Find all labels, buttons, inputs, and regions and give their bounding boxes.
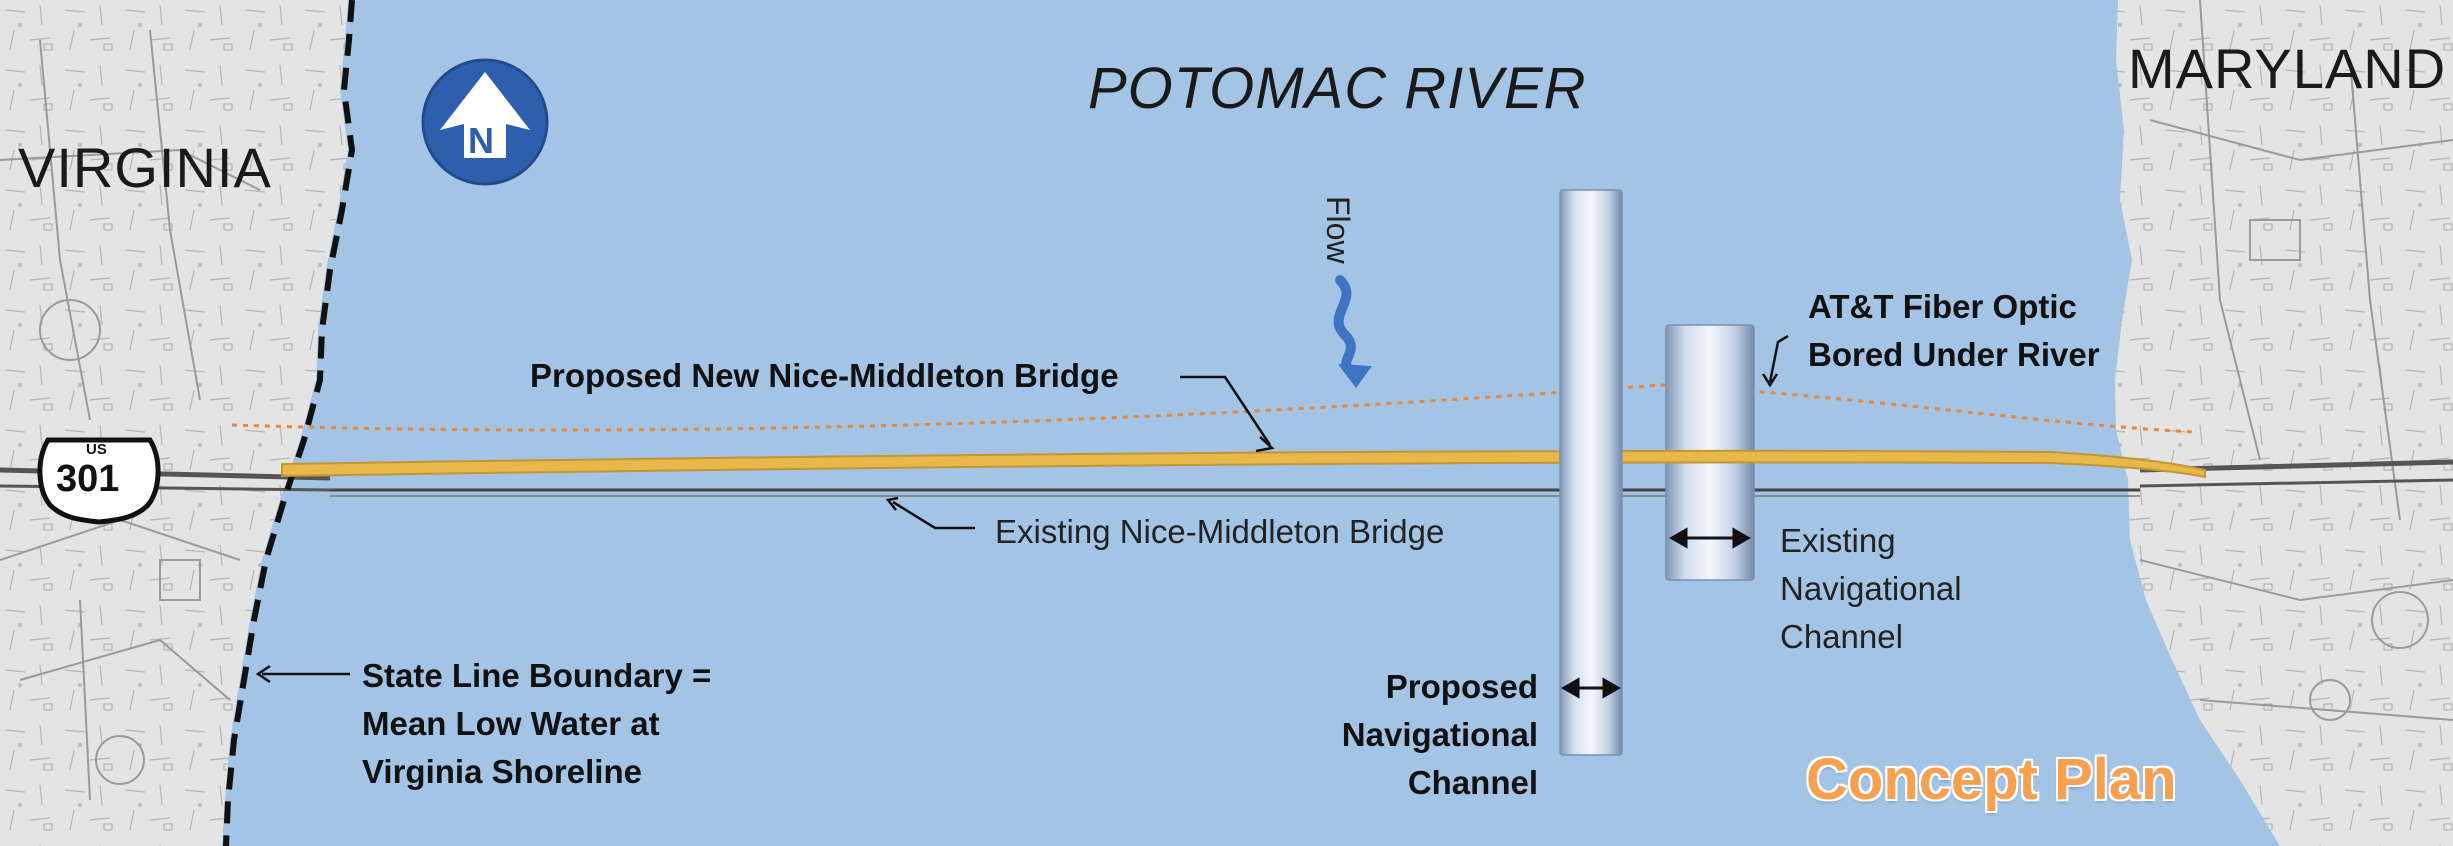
proposed-channel-line-2: Navigational (1341, 716, 1538, 753)
proposed-navigational-channel (1559, 189, 1623, 756)
fiber-optic-line-2: Bored Under River (1808, 336, 2100, 373)
flow-arrow-icon (1333, 275, 1372, 388)
fiber-optic-line-1: AT&T Fiber Optic (1808, 288, 2077, 325)
existing-channel-label: Existing Navigational Channel (1780, 517, 1962, 661)
compass-letter: N (468, 120, 494, 161)
state-line-line-1: State Line Boundary = (362, 657, 712, 694)
proposed-channel-line-3: Channel (1407, 764, 1538, 801)
existing-channel-line-1: Existing (1780, 522, 1896, 559)
fiber-optic-line (231, 383, 2196, 434)
existing-channel-line-2: Navigational (1780, 570, 1962, 607)
us-route-shield-icon (37, 437, 161, 525)
shield-number: 301 (56, 458, 120, 500)
channel-width-arrows (1560, 527, 1752, 699)
maryland-roads (2139, 0, 2453, 721)
virginia-label: VIRGINIA (18, 136, 272, 199)
river-name: POTOMAC RIVER (1088, 56, 1587, 121)
concept-plan-label: Concept Plan (1806, 747, 2177, 812)
state-line-boundary (223, 0, 356, 846)
virginia-land (0, 0, 348, 846)
north-arrow-icon (421, 58, 549, 186)
shield-prefix: US (86, 441, 107, 458)
proposed-channel-label: Proposed Navigational Channel (1318, 663, 1538, 807)
proposed-bridge-line (281, 449, 2206, 479)
maryland-label: MARYLAND (2128, 37, 2447, 100)
virginia-roads (0, 29, 261, 801)
leader-lines (255, 334, 1789, 684)
state-line-line-3: Virginia Shoreline (362, 753, 642, 790)
state-line-label: State Line Boundary = Mean Low Water at … (362, 652, 711, 796)
existing-channel-line-3: Channel (1780, 618, 1903, 655)
proposed-bridge-label: Proposed New Nice-Middleton Bridge (530, 357, 1119, 394)
existing-bridge-line (330, 488, 2140, 497)
proposed-channel-line-1: Proposed (1385, 668, 1538, 705)
maryland-land (2115, 0, 2453, 846)
fiber-optic-label: AT&T Fiber Optic Bored Under River (1808, 283, 2100, 379)
flow-label: Flow (1320, 196, 1356, 264)
state-line-line-2: Mean Low Water at (362, 705, 660, 742)
existing-bridge-label: Existing Nice-Middleton Bridge (995, 513, 1445, 550)
